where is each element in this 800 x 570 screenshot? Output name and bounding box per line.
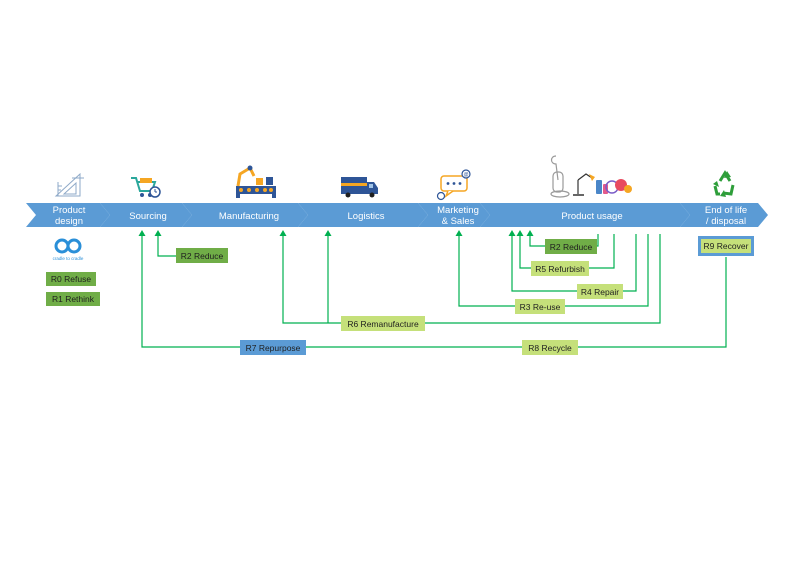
stage-sourcing-label: Sourcing (129, 211, 167, 222)
r9-recover-box: R9 Recover (698, 236, 754, 256)
stage-product-design-label-1: Product (53, 205, 86, 216)
loop-r7-r8 (141, 234, 727, 348)
stage-end-of-life-label-2: / disposal (706, 216, 746, 227)
stage-manufacturing: Manufacturing (182, 203, 308, 227)
r1-rethink-box: R1 Rethink (46, 292, 100, 306)
recycle-icon (713, 170, 735, 197)
stage-product-usage-label: Product usage (561, 211, 622, 222)
value-chain-arrows: Product design Sourcing Manufacturing Lo… (26, 203, 768, 227)
loop-arrowheads (138, 230, 534, 236)
ruler-triangle-icon (54, 172, 84, 197)
r3-reuse-label: R3 Re-use (520, 302, 561, 312)
chat-marketing-icon: @ (436, 169, 471, 201)
shopping-cart-icon (131, 177, 161, 198)
r5-refurbish-box: R5 Refurbish (531, 261, 589, 276)
r7-repurpose-box: R7 Repurpose (240, 340, 306, 355)
stage-end-of-life: End of life / disposal (680, 203, 768, 227)
stage-logistics-label: Logistics (348, 211, 385, 222)
logo-text: cradle to cradle (53, 256, 84, 261)
r7-repurpose-label: R7 Repurpose (246, 343, 301, 353)
loop-r2-sourcing (157, 234, 178, 257)
feedback-loops (141, 234, 727, 348)
r2-reduce-sourcing-box: R2 Reduce (176, 248, 228, 263)
r0-refuse-box: R0 Refuse (46, 272, 96, 286)
svg-text:@: @ (463, 172, 468, 178)
r4-repair-box: R4 Repair (577, 284, 623, 299)
stage-logistics: Logistics (298, 203, 428, 227)
stage-marketing-label-1: Marketing (437, 205, 479, 216)
stage-product-usage: Product usage (480, 203, 690, 227)
stage-product-design-label-2: design (55, 216, 83, 227)
r2-reduce-usage-box: R2 Reduce (545, 239, 597, 254)
delivery-truck-icon (341, 177, 378, 198)
r5-refurbish-label: R5 Refurbish (535, 264, 585, 274)
robot-arm-factory-icon (236, 165, 276, 198)
stage-manufacturing-label: Manufacturing (219, 211, 279, 222)
r6-remanufacture-label: R6 Remanufacture (347, 319, 419, 329)
stage-marketing-sales: Marketing & Sales (418, 203, 490, 227)
stage-end-of-life-label-1: End of life (705, 205, 747, 216)
stage-marketing-label-2: & Sales (442, 216, 475, 227)
r8-recycle-box: R8 Recycle (522, 340, 578, 355)
r3-reuse-box: R3 Re-use (515, 299, 565, 314)
cradle-to-cradle-logo: cradle to cradle (53, 238, 84, 261)
loop-r6-remanufacture (282, 234, 661, 324)
r0-refuse-label: R0 Refuse (51, 274, 91, 284)
r1-rethink-label: R1 Rethink (52, 294, 95, 304)
stage-product-design: Product design (26, 203, 110, 227)
r8-recycle-label: R8 Recycle (528, 343, 572, 353)
r6-remanufacture-box: R6 Remanufacture (341, 316, 425, 331)
loop-r4-repair (511, 234, 637, 292)
r2-reduce-sourcing-label: R2 Reduce (181, 251, 224, 261)
r9-recover-label: R9 Recover (704, 241, 749, 251)
r2-reduce-usage-label: R2 Reduce (550, 242, 593, 252)
household-products-icon (550, 155, 632, 198)
stage-sourcing: Sourcing (100, 203, 192, 227)
r4-repair-label: R4 Repair (581, 287, 619, 297)
